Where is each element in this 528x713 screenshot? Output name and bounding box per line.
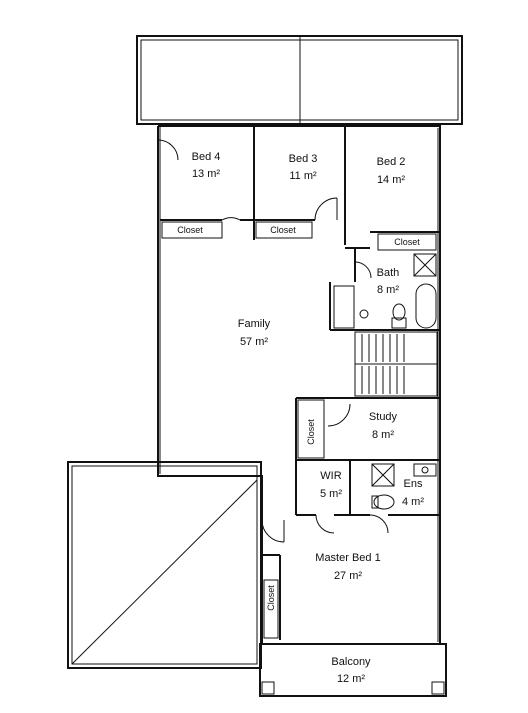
bed3-name: Bed 3 [289,153,318,165]
closet-bed3 [255,221,313,239]
wir-name: WIR [320,470,341,482]
bed2-name: Bed 2 [377,156,406,168]
bed3-area: 11 m² [289,170,317,182]
master-name: Master Bed 1 [315,552,380,564]
ens-name: Ens [404,478,423,490]
ens-area: 4 m² [402,496,424,508]
bath-walls [329,247,440,331]
closet-bed4-label: Closet [177,225,203,235]
closet-bed4 [161,221,223,239]
bath-area: 8 m² [377,284,399,296]
roof-lower-left [67,461,262,669]
family-name: Family [238,318,271,330]
balcony-area: 12 m² [337,673,365,685]
roof-top [136,35,463,125]
bed2-area: 14 m² [377,174,405,186]
balcony [259,643,447,697]
master-area: 27 m² [334,570,362,582]
family-doors [157,139,179,245]
balcony-name: Balcony [331,656,371,668]
closet-master-label: Closet [266,585,276,611]
bed4-name: Bed 4 [192,151,221,163]
closet-bed2-label: Closet [394,237,420,247]
study-area: 8 m² [372,429,394,441]
wir-area: 5 m² [320,488,342,500]
closet-bed3-label: Closet [270,225,296,235]
closet-study-label: Closet [306,419,316,445]
stairs [354,331,438,397]
outer-walls [157,125,441,645]
wir-ensuite-walls [295,459,440,534]
study-walls [295,397,440,460]
family-area: 57 m² [240,336,268,348]
bedroom-walls [160,126,440,245]
bath-name: Bath [377,267,400,279]
master-walls [261,519,285,640]
study-name: Study [369,411,398,423]
closet-bed2 [377,233,437,251]
bed4-area: 13 m² [192,168,220,180]
